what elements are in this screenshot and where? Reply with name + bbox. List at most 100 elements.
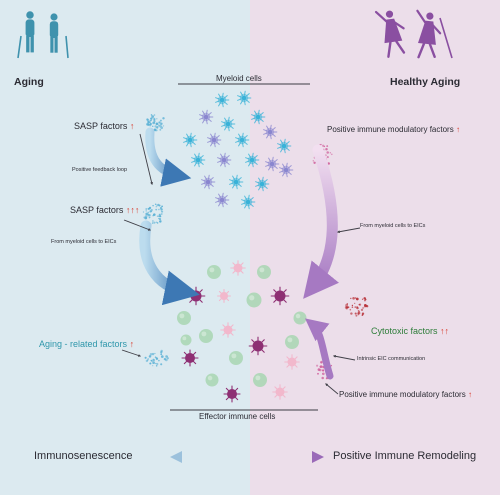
effector-cell	[272, 384, 288, 400]
person-leg	[26, 35, 30, 53]
cell-highlight	[201, 331, 207, 337]
factor-particle	[145, 212, 149, 216]
factor-particle	[326, 156, 329, 159]
factor-particle	[154, 352, 156, 355]
person-body	[418, 20, 436, 45]
immunosenescence-label: Immunosenescence	[34, 450, 133, 462]
intrinsic-communication-arrow	[305, 318, 334, 380]
person-leg	[428, 43, 436, 59]
factor-particle	[147, 120, 150, 124]
cell-body	[246, 292, 262, 308]
factor-particle	[316, 364, 319, 367]
effector-cell	[284, 354, 300, 370]
cell-nucleus	[283, 167, 289, 173]
person-leg	[387, 41, 392, 58]
factor-particle	[152, 220, 154, 222]
transfer-label-right: From myeloid cells to EICs	[360, 223, 426, 229]
cell-highlight	[249, 295, 255, 301]
factor-particle	[354, 302, 356, 305]
factor-particle	[354, 306, 356, 308]
cell-nucleus	[239, 137, 245, 143]
cell-body	[253, 373, 267, 387]
effector-cell	[223, 385, 241, 403]
factor-particle	[326, 145, 329, 148]
cell-nucleus	[249, 157, 255, 163]
cell-nucleus	[211, 137, 217, 143]
cell-body	[207, 265, 221, 279]
factor-particle	[356, 306, 358, 308]
cytotoxic-factors-label: Cytotoxic factors ↑↑	[371, 326, 450, 336]
cell-highlight	[179, 313, 185, 319]
feedback-loop-label: Positive feedback loop	[72, 167, 128, 173]
person-arm	[430, 23, 442, 35]
person-head	[50, 13, 58, 21]
positive-immune-modulatory-label-2: Positive immune modulatory factors ↑	[339, 390, 472, 399]
factor-particle	[155, 206, 157, 208]
increase-marker: ↑	[129, 121, 135, 131]
factor-particle	[351, 306, 354, 308]
myeloid-cell	[245, 152, 260, 168]
effector-cell	[217, 289, 231, 303]
factor-particle	[158, 121, 161, 124]
factor-particle	[318, 368, 322, 372]
cytotoxic-factor-particles	[344, 296, 369, 317]
person-arm	[374, 10, 389, 24]
cell-highlight	[295, 313, 301, 319]
factor-particle	[364, 299, 366, 302]
factor-particle	[350, 297, 352, 300]
factor-particle	[357, 311, 361, 315]
cell-body	[257, 265, 271, 279]
factor-particle	[158, 215, 161, 218]
positive-immune-remodeling-label: Positive Immune Remodeling	[333, 450, 477, 462]
factor-particle	[319, 365, 323, 368]
cell-highlight	[231, 353, 237, 359]
effector-cell	[248, 336, 268, 356]
transfer-label-left: From myeloid cells to EICs	[51, 239, 117, 245]
factor-particle	[159, 119, 162, 122]
factor-particle	[149, 122, 152, 126]
cell-body	[199, 329, 213, 343]
cell-body	[177, 311, 191, 325]
factor-particle	[161, 210, 164, 213]
factor-particle	[147, 214, 150, 217]
factor-particle	[156, 222, 159, 224]
factor-particle	[320, 361, 323, 364]
factor-particle	[144, 356, 147, 359]
cell-highlight	[259, 267, 265, 273]
effector-cell	[177, 311, 191, 325]
factor-particle	[146, 118, 149, 121]
person-body	[384, 18, 403, 44]
factor-particle	[153, 221, 156, 224]
cell-body	[220, 292, 228, 300]
factor-particle	[145, 208, 148, 210]
effector-cell	[205, 373, 219, 387]
positive-immune-modulatory-label-1: Positive immune modulatory factors ↑	[327, 125, 460, 134]
healthy-aging-title: Healthy Aging	[390, 76, 461, 88]
myeloid-cell	[235, 132, 250, 148]
factor-particle	[149, 210, 152, 213]
cell-nucleus	[219, 197, 225, 203]
cell-body	[252, 340, 264, 352]
factor-particle	[350, 312, 353, 315]
effector-cell	[220, 322, 236, 338]
sasp-factor-particles-1	[146, 114, 165, 132]
myeloid-cell	[215, 92, 230, 108]
cell-body	[205, 373, 219, 387]
factor-particle	[153, 213, 156, 216]
myeloid-cell	[207, 132, 222, 148]
factor-particle	[150, 118, 152, 120]
effector-cell	[285, 335, 299, 349]
factor-particle	[355, 297, 359, 301]
myeloid-cells-label: Myeloid cells	[216, 74, 262, 83]
effector-cell	[293, 311, 307, 325]
myeloid-cell	[251, 109, 266, 125]
factor-particle	[155, 208, 158, 211]
factor-particle	[321, 376, 324, 380]
factor-particle	[161, 205, 164, 208]
factor-particle	[147, 211, 150, 214]
myeloid-cell	[201, 174, 216, 190]
walking-cane	[17, 35, 22, 59]
person-leg	[395, 40, 406, 54]
person-leg	[30, 35, 34, 53]
